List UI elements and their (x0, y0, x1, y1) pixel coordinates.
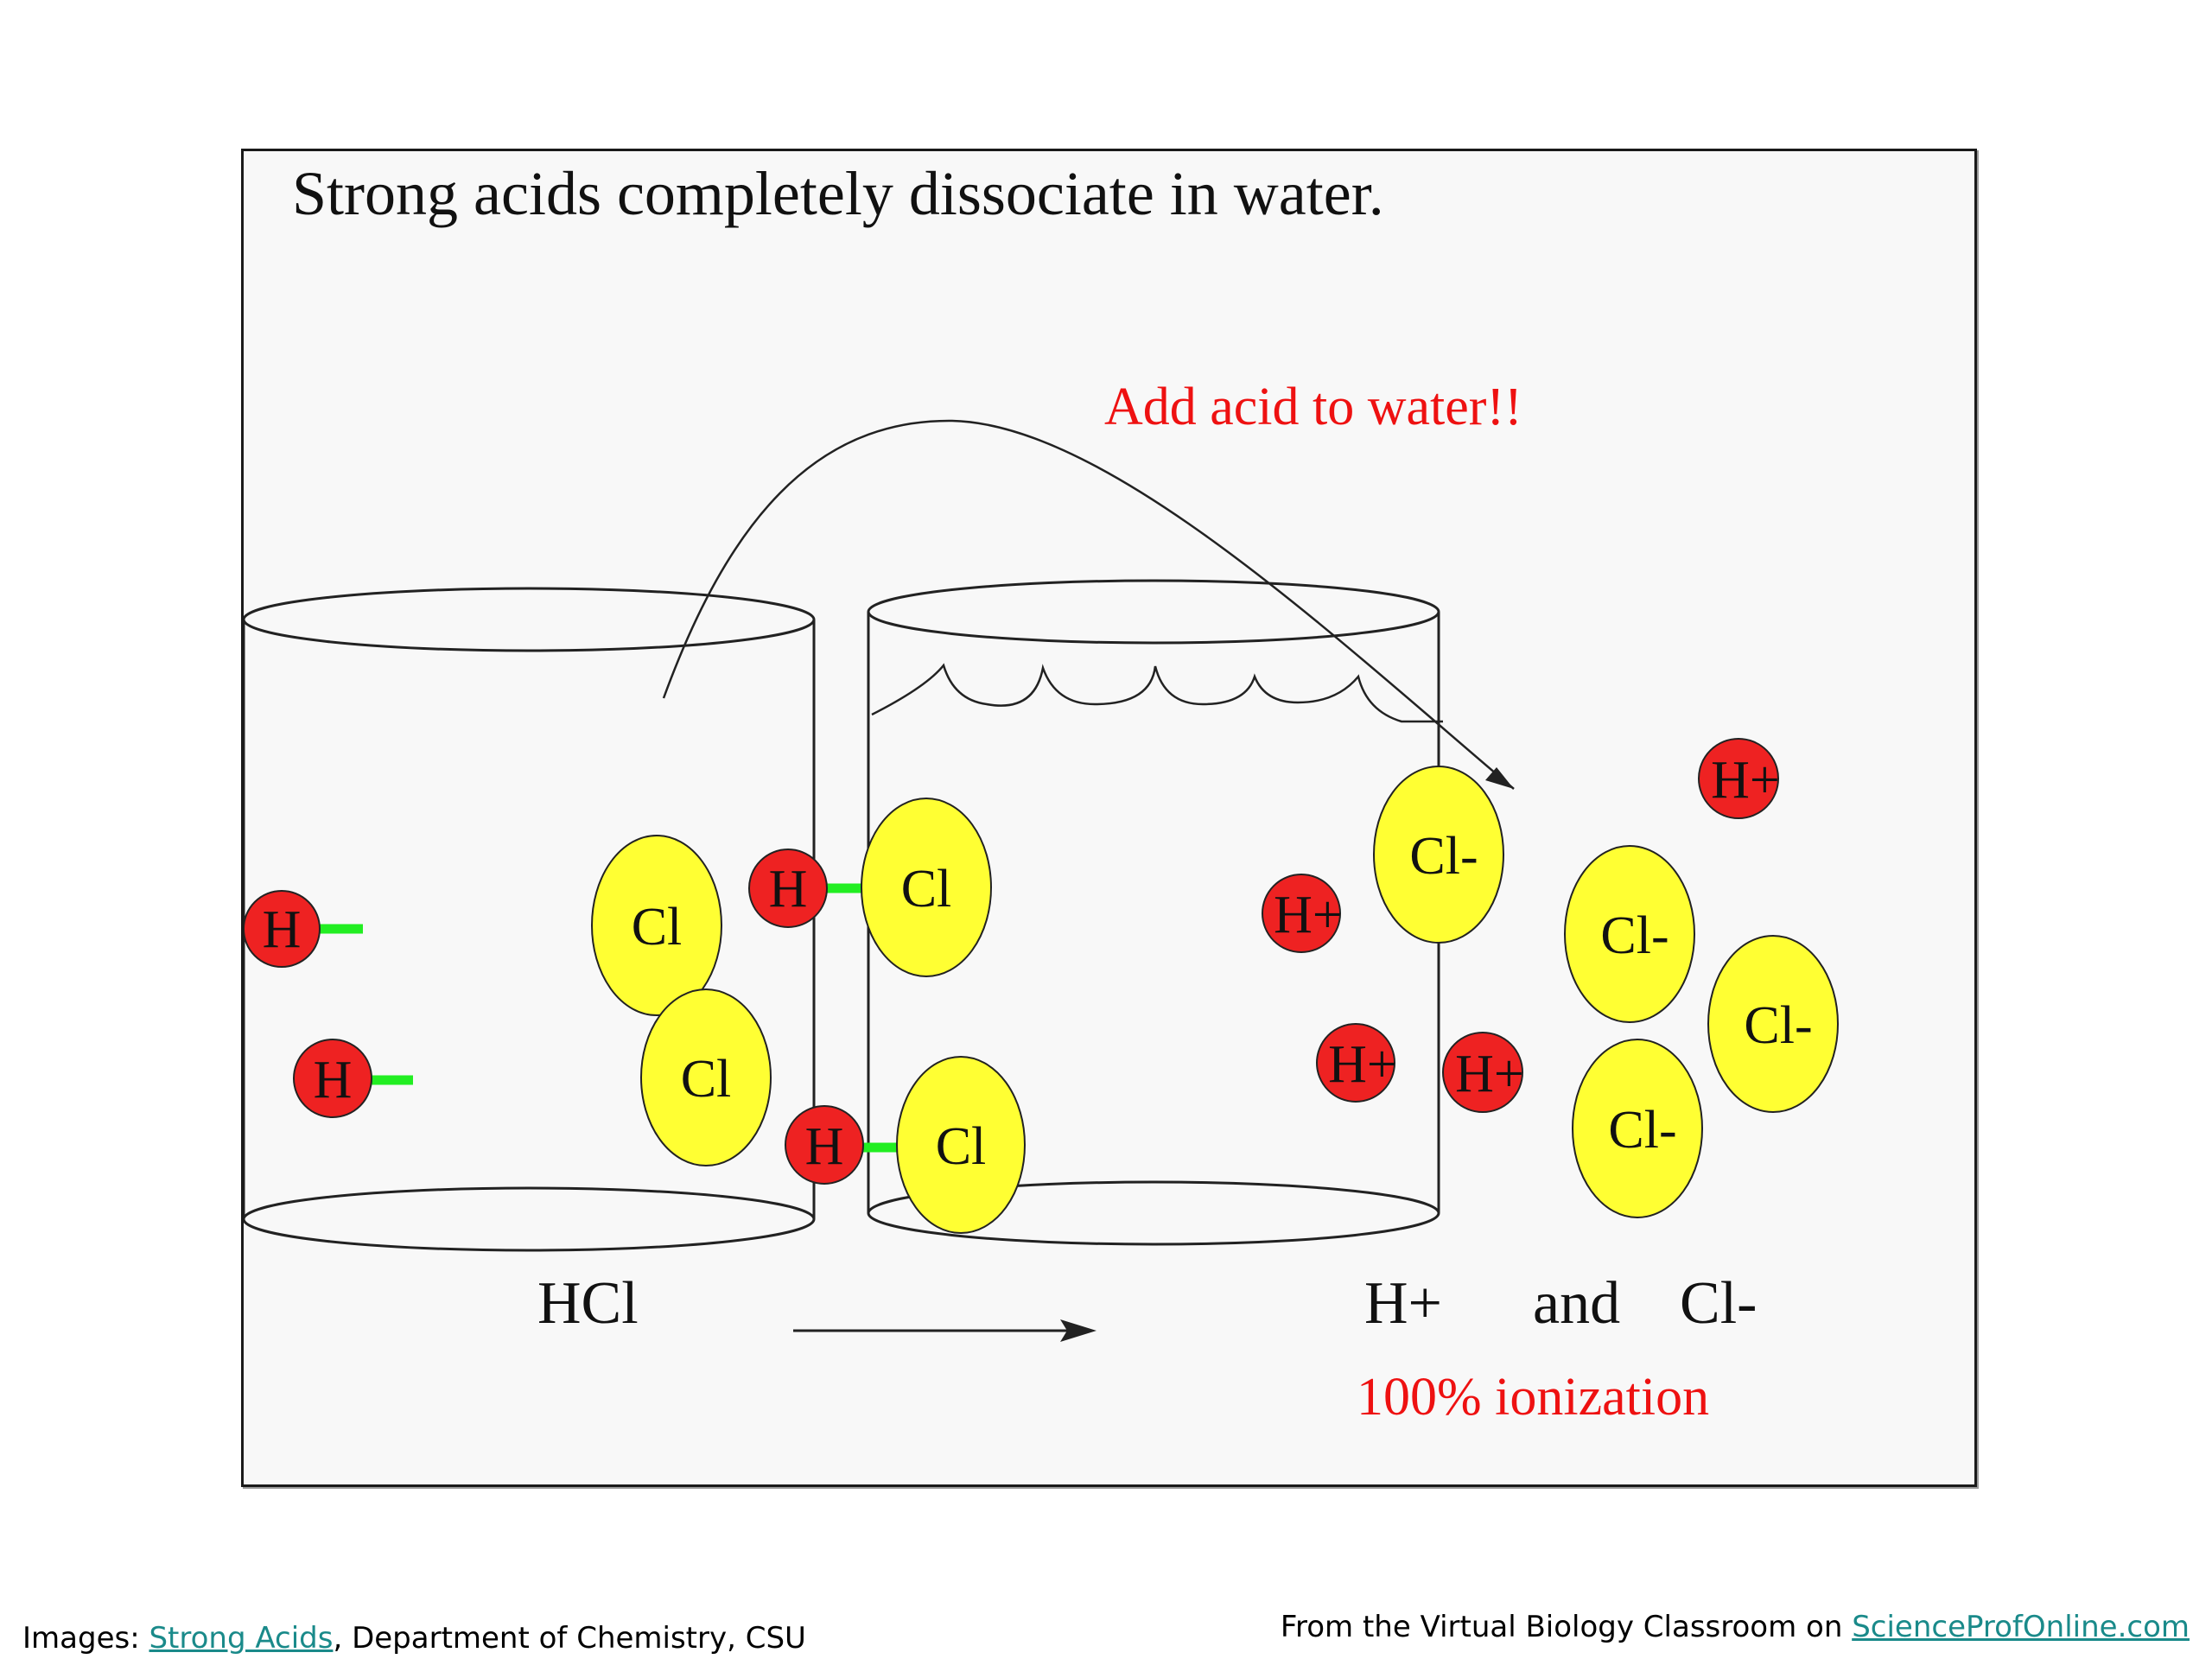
hcl-d: H Cl (785, 1056, 1026, 1234)
h-ion: H+ (1442, 1032, 1524, 1113)
svg-text:Cl: Cl (632, 898, 683, 957)
svg-text:Cl-: Cl- (1600, 906, 1669, 965)
strong-acids-link[interactable]: Strong Acids (149, 1621, 334, 1656)
reaction-arrow (793, 1319, 1096, 1342)
ionization-label: 100% ionization (1357, 1368, 1709, 1427)
pour-arrow-head (1485, 767, 1514, 789)
slide-panel: Strong acids completely dissociate in wa… (241, 149, 1977, 1487)
svg-text:Cl: Cl (681, 1050, 732, 1109)
svg-text:Cl: Cl (936, 1117, 987, 1176)
slide-title: Strong acids completely dissociate in wa… (292, 159, 1384, 228)
svg-text:H: H (263, 900, 302, 959)
hcl-molecule: H (244, 890, 363, 968)
cl-ion: Cl- (1707, 935, 1839, 1113)
svg-text:H+: H+ (1274, 886, 1343, 944)
image-credit-prefix: Images: (22, 1621, 149, 1656)
product-cl-label: Cl- (1680, 1270, 1757, 1337)
water-surface (871, 663, 1443, 723)
hcl-c: H Cl (293, 988, 772, 1166)
cl-ion: Cl- (1572, 1039, 1703, 1218)
instruction-text: Add acid to water!! (1104, 378, 1522, 436)
product-and-label: and (1533, 1270, 1620, 1337)
svg-text:H: H (805, 1117, 844, 1176)
svg-text:H+: H+ (1328, 1035, 1397, 1094)
scienceprofonline-link[interactable]: ScienceProfOnline.com (1852, 1610, 2190, 1644)
pour-arrow (662, 419, 1515, 790)
svg-text:Cl-: Cl- (1409, 827, 1478, 886)
svg-text:H: H (314, 1051, 353, 1109)
reactant-label: HCl (537, 1270, 639, 1337)
image-credit: Images: Strong Acids, Department of Chem… (22, 1621, 806, 1656)
h-ion: H+ (1262, 874, 1343, 953)
source-credit-prefix: From the Virtual Biology Classroom on (1280, 1610, 1853, 1644)
svg-text:Cl-: Cl- (1744, 996, 1812, 1055)
svg-text:H: H (769, 860, 808, 918)
hcl-b: H Cl (748, 798, 992, 977)
image-credit-suffix: , Department of Chemistry, CSU (333, 1621, 806, 1656)
h-ion: H+ (1316, 1023, 1397, 1103)
h-ion: H+ (1698, 738, 1780, 819)
svg-text:Cl: Cl (901, 860, 952, 918)
hcl-a: Cl (591, 835, 722, 1016)
product-h-label: H+ (1364, 1270, 1442, 1337)
svg-text:H+: H+ (1455, 1045, 1524, 1103)
svg-text:H+: H+ (1711, 751, 1780, 810)
source-credit: From the Virtual Biology Classroom on Sc… (1281, 1610, 2190, 1644)
svg-text:Cl-: Cl- (1608, 1101, 1676, 1160)
cl-ion: Cl- (1564, 845, 1695, 1023)
dissociation-diagram: Strong acids completely dissociate in wa… (244, 159, 1839, 1427)
cl-ion: Cl- (1373, 766, 1504, 944)
